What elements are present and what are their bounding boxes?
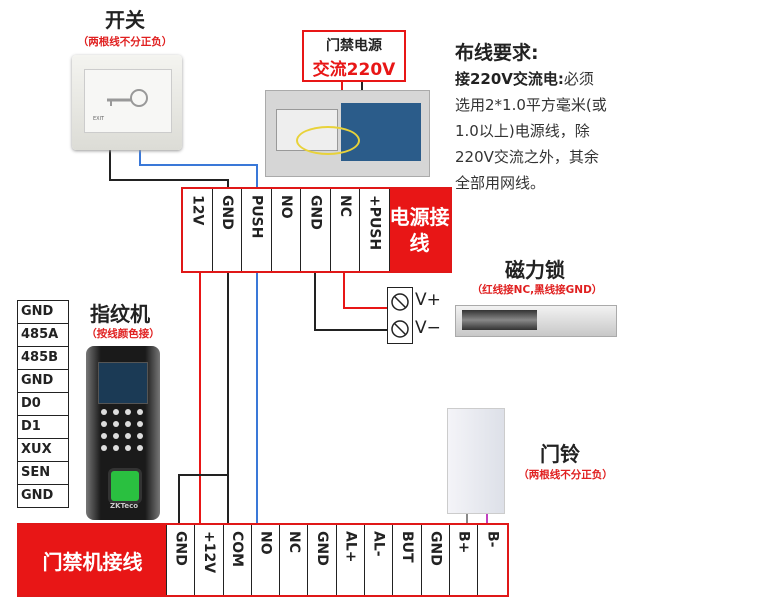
terminal-b-minus: B- xyxy=(478,525,506,595)
keypad-icon xyxy=(101,409,143,451)
terminal-label: NC xyxy=(285,531,302,553)
terminal-label: GND xyxy=(172,531,189,566)
terminal-b-plus: B+ xyxy=(450,525,479,595)
switch-note: （两根线不分正负） xyxy=(77,36,173,48)
lock-vminus-label: V− xyxy=(415,318,441,338)
terminal-label: PUSH xyxy=(248,195,265,239)
lock-vplus-label: V+ xyxy=(415,290,441,310)
fingerprint-pin-table: GND 485A 485B GND D0 D1 XUX SEN GND xyxy=(17,300,69,508)
terminal-label: COM xyxy=(229,531,246,568)
pin-d1: D1 xyxy=(18,416,68,439)
requirements-lead: 接220V交流电: xyxy=(455,70,564,88)
terminal-no: NO xyxy=(272,189,301,271)
terminal-label: GND xyxy=(307,195,324,230)
fingerprint-sensor-icon xyxy=(108,468,142,504)
requirements-line: 选用2*1.0平方毫米(或 xyxy=(455,96,607,114)
terminal-label: +PUSH xyxy=(366,195,383,251)
terminal-push: PUSH xyxy=(242,189,272,271)
mag-lock-title: 磁力锁 xyxy=(505,258,565,282)
wire-lock-vplus xyxy=(343,270,388,309)
terminal-nc: NC xyxy=(331,189,360,271)
terminal-label: B+ xyxy=(455,531,472,554)
terminal-gnd-2: GND xyxy=(301,189,331,271)
terminal-label: NO xyxy=(277,195,294,219)
requirements-line: 必须 xyxy=(563,70,594,88)
screw-icons xyxy=(391,293,409,338)
terminal-gnd-2: GND xyxy=(308,525,337,595)
fingerprint-note: （按线颜色接） xyxy=(86,328,160,340)
terminal-but: BUT xyxy=(393,525,422,595)
doorbell-image xyxy=(447,408,505,514)
power-supply-label: 门禁电源 交流220V xyxy=(302,30,406,82)
doorbell-title: 门铃 xyxy=(540,442,580,466)
exit-switch-image: EXIT xyxy=(72,55,182,150)
mag-lock-image xyxy=(455,305,617,337)
doorbell-note: （两根线不分正负） xyxy=(518,469,613,481)
terminal-no: NO xyxy=(252,525,281,595)
power-supply-image xyxy=(265,90,430,177)
controller-terminal-label: 门禁机接线 xyxy=(19,525,167,595)
terminal-gnd: GND xyxy=(213,189,242,271)
terminal-label: GND xyxy=(218,195,235,230)
fingerprint-device-image: ZKTeco xyxy=(86,346,160,520)
pin-d0: D0 xyxy=(18,393,68,416)
terminal-label: 12V xyxy=(189,195,206,226)
terminal-plus-12v: +12V xyxy=(195,525,224,595)
wiring-requirements: 布线要求: 接220V交流电:必须 选用2*1.0平方毫米(或 1.0以上)电源… xyxy=(455,40,655,196)
requirements-line: 全部用网线。 xyxy=(455,174,546,192)
wire-switch-gnd xyxy=(109,150,229,188)
terminal-al-plus: AL+ xyxy=(337,525,366,595)
power-supply-label-line2: 交流220V xyxy=(312,60,396,80)
requirements-line: 1.0以上)电源线，除 xyxy=(455,122,590,140)
pin-gnd-2: GND xyxy=(18,370,68,393)
switch-face-text: EXIT xyxy=(93,116,105,122)
fingerprint-brand: ZKTeco xyxy=(110,502,139,510)
terminal-label: AL- xyxy=(370,531,387,557)
terminal-label: B- xyxy=(484,531,501,548)
terminal-label: AL+ xyxy=(342,531,359,563)
controller-terminal-block: 门禁机接线 GND +12V COM NO NC GND AL+ AL- BUT… xyxy=(17,523,509,597)
terminal-12v: 12V xyxy=(183,189,213,271)
switch-title: 开关 xyxy=(105,8,145,32)
mag-lock-note: （红线接NC,黑线接GND） xyxy=(471,284,603,296)
terminal-label: NC xyxy=(336,195,353,217)
terminal-com: COM xyxy=(224,525,252,595)
pin-485b: 485B xyxy=(18,347,68,370)
terminal-al-minus: AL- xyxy=(365,525,394,595)
wire-lock-vminus xyxy=(314,270,388,331)
power-supply-label-line1: 门禁电源 xyxy=(326,38,382,54)
wire-gnd-gnd xyxy=(178,474,228,524)
key-icon xyxy=(107,89,148,107)
terminal-nc: NC xyxy=(280,525,309,595)
requirements-heading: 布线要求: xyxy=(455,42,539,64)
terminal-gnd: GND xyxy=(167,525,196,595)
terminal-gnd-3: GND xyxy=(422,525,450,595)
pin-gnd-3: GND xyxy=(21,488,54,503)
pin-gnd: GND xyxy=(18,301,68,324)
power-terminal-block: 12V GND PUSH NO GND NC +PUSH 电源接线 xyxy=(181,187,452,273)
fingerprint-title: 指纹机 xyxy=(90,302,150,326)
terminal-label: BUT xyxy=(399,531,416,563)
lock-terminal xyxy=(387,287,413,344)
pin-sen: SEN xyxy=(18,462,68,485)
terminal-label: GND xyxy=(314,531,331,566)
wire-switch-push xyxy=(139,150,258,188)
pin-xux: XUX xyxy=(18,439,68,462)
terminal-label: NO xyxy=(257,531,274,555)
pin-485a: 485A xyxy=(18,324,68,347)
power-terminal-label: 电源接线 xyxy=(389,189,450,271)
terminal-plus-push: +PUSH xyxy=(360,189,390,271)
terminal-label: +12V xyxy=(200,531,217,574)
terminal-label: GND xyxy=(427,531,444,566)
requirements-line: 220V交流之外，其余 xyxy=(455,148,599,166)
